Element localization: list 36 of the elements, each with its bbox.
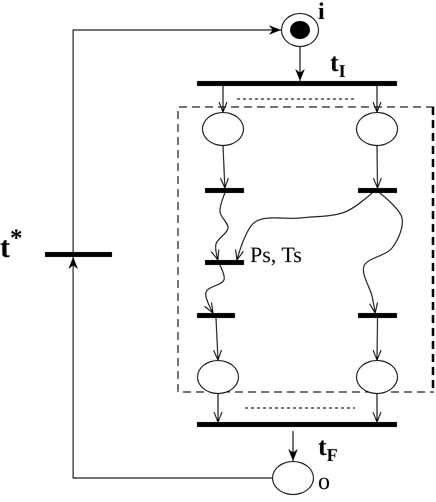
node-label: i <box>318 0 325 24</box>
place-circle <box>281 13 319 47</box>
place-circle <box>356 112 398 146</box>
transition-bar <box>197 81 397 86</box>
arrow <box>372 86 382 112</box>
arrow <box>372 318 382 360</box>
transition-bar <box>358 188 397 193</box>
transition-bar <box>358 313 397 318</box>
wavy-arrow <box>204 264 225 314</box>
transition-bar <box>197 422 397 427</box>
arrow <box>372 146 382 188</box>
place-circle <box>197 360 239 394</box>
arrow <box>295 46 305 82</box>
node-label: t$^{*}$ <box>0 226 22 263</box>
node-label: Ps, Ts <box>250 244 302 266</box>
arrow <box>288 430 298 462</box>
arrow <box>218 86 228 112</box>
transition-bar <box>205 260 244 265</box>
transition-bar <box>197 313 235 318</box>
arrow <box>68 256 272 478</box>
wavy-arrow <box>210 192 228 260</box>
arrow <box>214 394 222 422</box>
transition-bar <box>45 252 112 257</box>
place-circle <box>356 360 398 394</box>
node-label: t$_{F}$ <box>318 434 338 464</box>
wavy-arrow <box>362 192 403 314</box>
arrow <box>72 25 282 252</box>
transition-bar <box>205 188 244 193</box>
wavy-arrow <box>235 192 373 260</box>
place-circle <box>272 461 314 495</box>
arrow <box>220 146 229 188</box>
node-label: o <box>318 470 330 494</box>
node-label: t$_{I}$ <box>330 50 346 80</box>
arrow <box>372 394 382 422</box>
place-circle <box>202 112 244 146</box>
arrow <box>213 318 222 360</box>
